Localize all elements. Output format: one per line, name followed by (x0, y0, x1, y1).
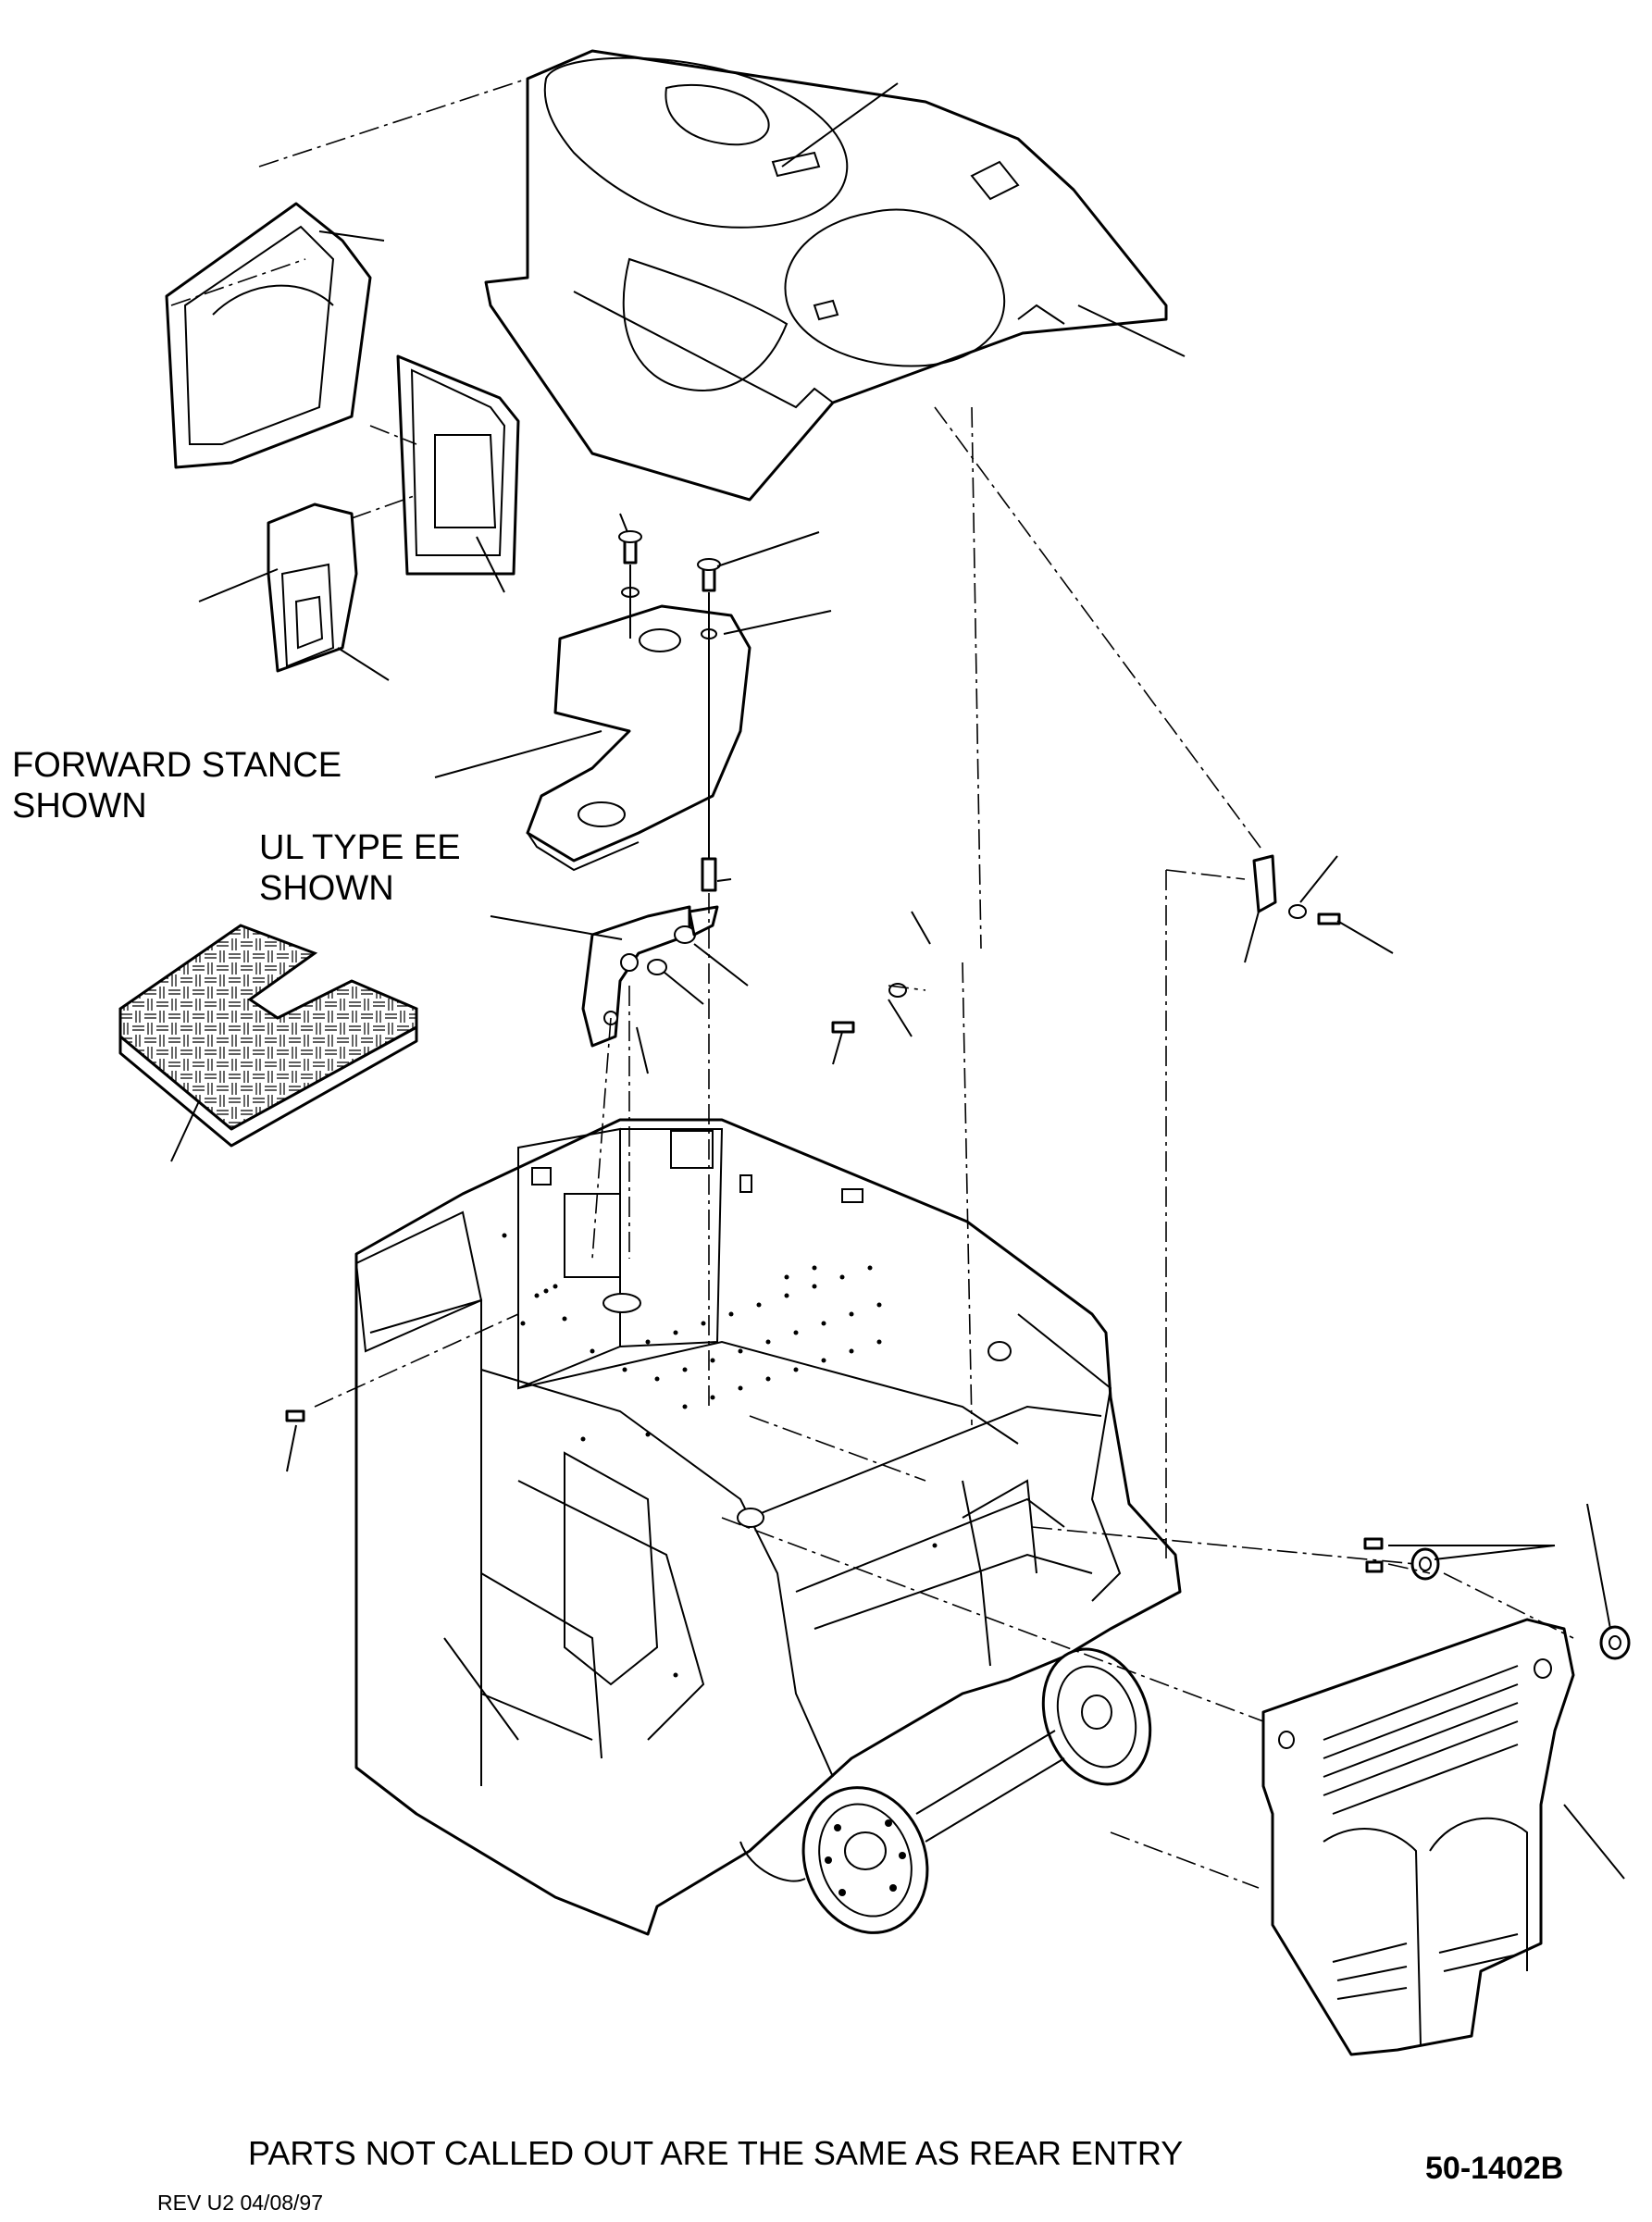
control-console (526, 604, 751, 872)
fastener-stack (618, 530, 721, 892)
forward-stance-label: FORWARD STANCE (12, 746, 342, 785)
hinge-bracket (581, 905, 719, 1048)
chassis-rivets (502, 1233, 938, 1678)
rear-wheel-hub (915, 1647, 1152, 1843)
right-mount-bracket (831, 854, 1341, 1034)
corner-post (267, 503, 358, 673)
drawing-number: 50-1402B (1425, 2151, 1564, 2186)
floor-bolt-pattern (590, 1265, 882, 1409)
rear-cover-panel (1261, 1618, 1575, 2056)
parts-note: PARTS NOT CALLED OUT ARE THE SAME AS REA… (248, 2134, 1184, 2172)
rear-panel-fasteners (285, 1409, 1631, 1660)
leader-lines (170, 82, 1625, 1880)
side-window-frame (396, 354, 520, 576)
forward-stance-label-line2: SHOWN (12, 787, 147, 825)
main-chassis (354, 1118, 1182, 1936)
top-cover-panel (484, 49, 1168, 502)
assembly-centerlines (170, 78, 1574, 1889)
floor-mat (118, 924, 418, 1148)
drive-wheel-hub (801, 1786, 929, 1934)
revision-label: REV U2 04/08/97 (157, 2191, 324, 2215)
left-side-panel (165, 202, 372, 469)
ul-type-label-line2: SHOWN (259, 869, 394, 908)
ul-type-label: UL TYPE EE (259, 828, 461, 867)
